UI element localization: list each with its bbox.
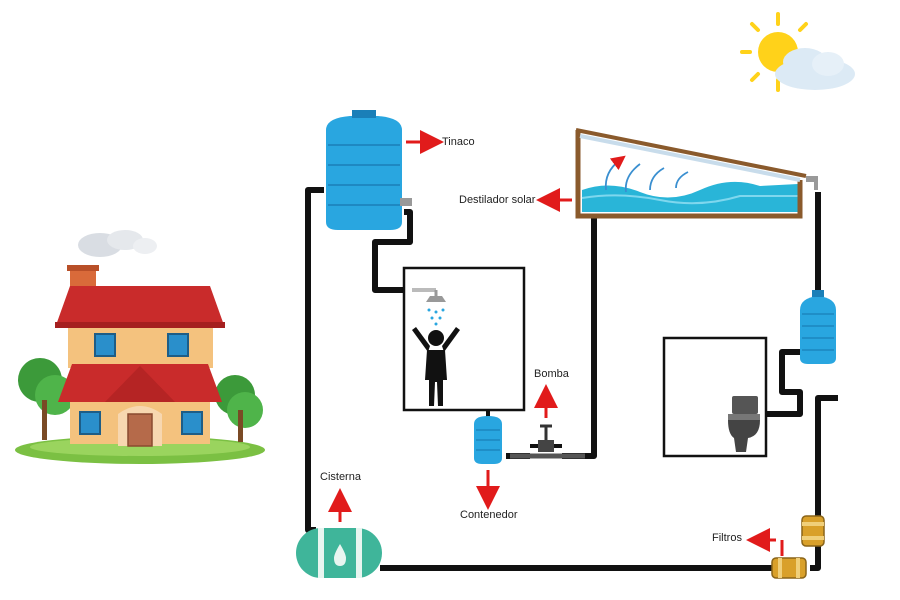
label-tinaco: Tinaco <box>442 136 475 148</box>
faucet-icon <box>806 176 818 190</box>
toilet-icon <box>728 396 760 452</box>
label-destilador-solar: Destilador solar <box>459 194 536 206</box>
shower-head-icon <box>412 288 446 326</box>
water-drop-icon <box>334 544 346 566</box>
distilled-water-tank <box>800 290 836 364</box>
pipe-filters-up <box>810 395 838 571</box>
pipe-pump-to-still <box>562 212 597 459</box>
toilet-room <box>662 336 768 458</box>
filters-icon <box>771 515 825 579</box>
tinaco-tank <box>326 110 412 230</box>
house-illustration <box>15 230 265 464</box>
label-cisterna: Cisterna <box>320 471 361 483</box>
pipe-tank-to-toilet <box>764 349 803 417</box>
label-arrows <box>328 130 784 556</box>
label-contenedor: Contenedor <box>460 509 518 521</box>
label-bomba: Bomba <box>534 368 569 380</box>
cloud-icon <box>775 48 855 90</box>
person-icon <box>412 327 460 406</box>
shower-room <box>402 266 526 412</box>
pipe-tinaco-to-shower <box>372 209 418 293</box>
contenedor-tank <box>474 410 502 464</box>
cisterna-tank <box>296 528 382 578</box>
evaporation-arrows <box>604 155 689 193</box>
pump-valve-icon <box>538 424 554 452</box>
label-filtros: Filtros <box>712 532 742 544</box>
solar-still <box>575 128 818 219</box>
